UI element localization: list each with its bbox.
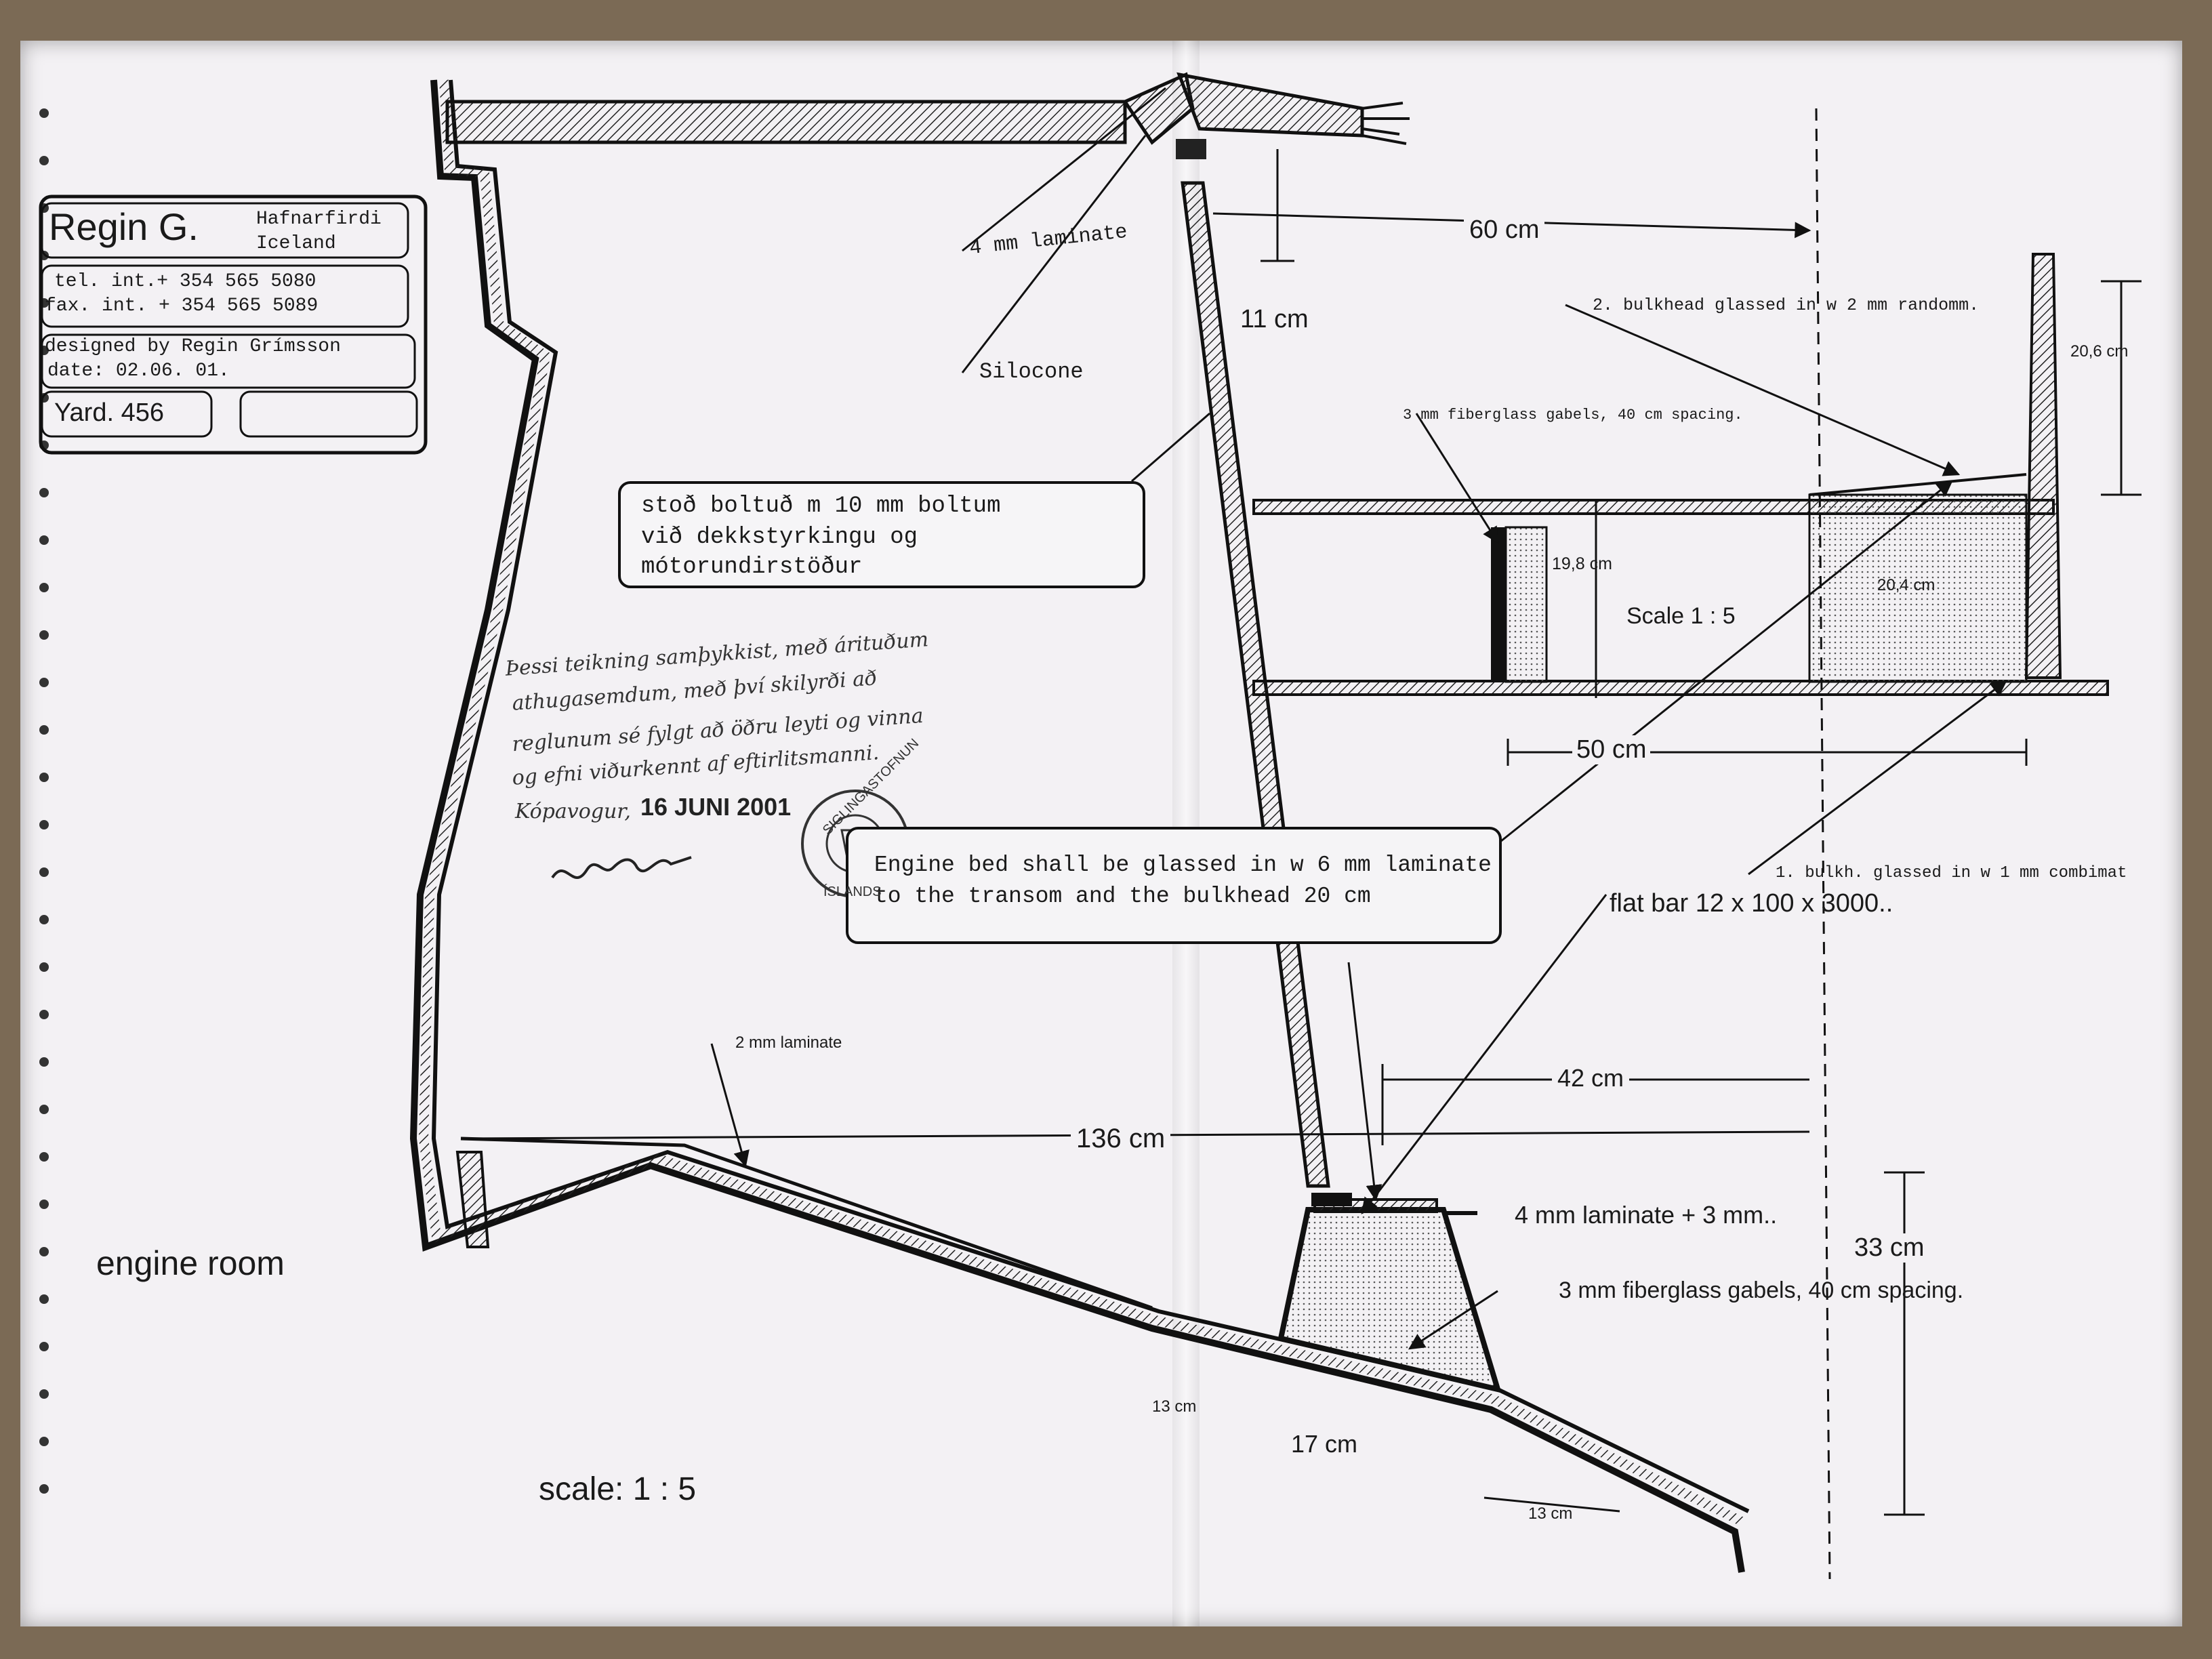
bulkhead2-label: 2. bulkhead glassed in w 2 mm randomm. (1593, 295, 1980, 315)
location-line1: Hafnarfirdi (256, 209, 382, 230)
dim-50cm: 50 cm (1572, 735, 1651, 764)
engine-room-label: engine room (96, 1244, 285, 1282)
bolt-note-line3: mótorundirstöður (641, 554, 863, 580)
designer-name: Regin G. (49, 205, 199, 248)
dim-13cm-left: 13 cm (1152, 1397, 1197, 1416)
laminate-2mm-label: 2 mm laminate (735, 1033, 842, 1052)
laminate-4-3-label: 4 mm laminate + 3 mm.. (1515, 1201, 1778, 1229)
dim-17cm: 17 cm (1291, 1430, 1358, 1458)
fax-number: fax. int. + 354 565 5089 (45, 295, 319, 316)
dimension-lines (460, 87, 2142, 1516)
location-line2: Iceland (256, 233, 336, 254)
signature (551, 856, 692, 879)
main-scale-label: scale: 1 : 5 (539, 1471, 697, 1507)
dim-33cm: 33 cm (1850, 1233, 1929, 1263)
bulkhead1-label: 1. bulkh. glassed in w 1 mm combimat (1776, 864, 2127, 882)
approval-place: Kópavogur, (515, 800, 631, 823)
dim-20-6cm: 20,6 cm (2070, 342, 2129, 361)
drawing-date: date: 02.06. 01. (47, 361, 230, 382)
dim-20-4cm: 20,4 cm (1877, 576, 1936, 594)
stamp-bottom-text: ÍSLANDS (823, 884, 882, 899)
dim-60cm: 60 cm (1464, 216, 1545, 245)
engine-note-line2: to the transom and the bulkhead 20 cm (874, 884, 1371, 909)
silicone-label: Silocone (979, 359, 1084, 384)
engine-note-line1: Engine bed shall be glassed in w 6 mm la… (874, 853, 1492, 878)
dim-19-8cm: 19,8 cm (1552, 554, 1612, 573)
hull-shell (409, 72, 1750, 1573)
approval-date: 16 JUNI 2001 (640, 793, 792, 821)
dim-11cm: 11 cm (1240, 305, 1309, 333)
detail-section (1252, 108, 2109, 1580)
title-block-frame (39, 194, 428, 455)
detail-scale: Scale 1 : 5 (1626, 603, 1736, 629)
dim-42cm: 42 cm (1552, 1064, 1630, 1092)
dim-13cm-right: 13 cm (1528, 1504, 1573, 1523)
bolt-note-box: stoð boltuð m 10 mm boltum við dekkstyrk… (618, 481, 1145, 588)
gabels-bottom-label: 3 mm fiberglass gabels, 40 cm spacing. (1559, 1277, 1964, 1303)
bolt-note-line2: við dekkstyrkingu og (641, 525, 918, 550)
yard-number: Yard. 456 (54, 398, 164, 427)
phone-number: tel. int.+ 354 565 5080 (54, 271, 316, 292)
engine-bed-note-box: Engine bed shall be glassed in w 6 mm la… (846, 827, 1502, 944)
dim-136cm: 136 cm (1071, 1124, 1171, 1154)
flat-bar-label: flat bar 12 x 100 x 3000.. (1610, 889, 1893, 918)
engine-bed (1277, 1193, 1502, 1393)
designed-by: designed by Regin Grímsson (45, 336, 341, 357)
bolt-note-line1: stoð boltuð m 10 mm boltum (641, 493, 1001, 519)
gabels-top-label: 3 mm fiberglass gabels, 40 cm spacing. (1403, 407, 1743, 424)
